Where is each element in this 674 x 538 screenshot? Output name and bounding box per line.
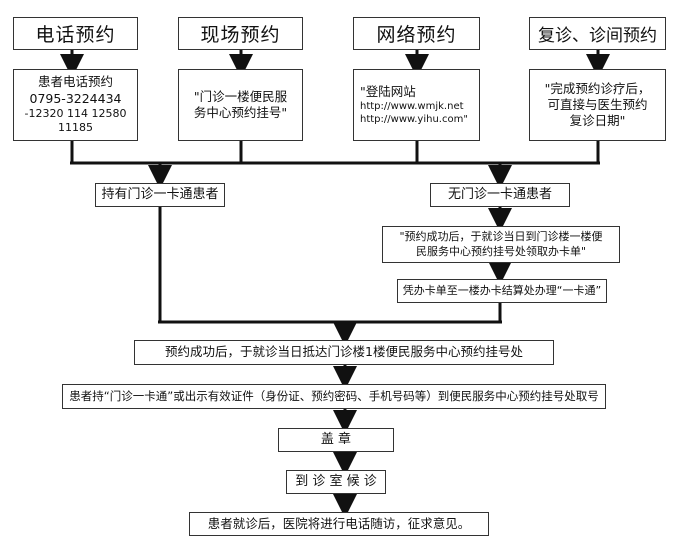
phone-appointment-title: 电话预约 bbox=[13, 17, 138, 50]
with-card-branch: 持有门诊一卡通患者 bbox=[95, 183, 225, 207]
onsite-appointment-title: 现场预约 bbox=[178, 17, 303, 50]
revisit-appointment-detail: "完成预约诊疗后， 可直接与医生预约 复诊日期" bbox=[529, 69, 666, 141]
onsite-appointment-detail: "门诊一楼便民服 务中心预约挂号" bbox=[178, 69, 303, 141]
online-appointment-detail: "登陆网站 http://www.wmjk.net http://www.yih… bbox=[353, 69, 480, 141]
revisit-detail-line: 复诊日期" bbox=[569, 113, 626, 129]
phone-detail-line: 患者电话预约 bbox=[37, 74, 113, 90]
without-card-branch: 无门诊一卡通患者 bbox=[430, 183, 570, 207]
step-take-number: 患者持“门诊一卡通”或出示有效证件（身份证、预约密码、手机号码等）到便民服务中心… bbox=[62, 384, 606, 409]
step-line: 民服务中心预约挂号处领取办卡单" bbox=[415, 244, 587, 258]
revisit-appointment-title: 复诊、诊间预约 bbox=[529, 17, 666, 50]
step-followup: 患者就诊后，医院将进行电话随访，征求意见。 bbox=[189, 512, 489, 536]
step-arrive-registration: 预约成功后，于就诊当日抵达门诊楼1楼便民服务中心预约挂号处 bbox=[134, 340, 554, 365]
without-card-step-pickup-form: "预约成功后，于就诊当日到门诊楼一楼便 民服务中心预约挂号处领取办卡单" bbox=[382, 226, 620, 263]
revisit-detail-line: "完成预约诊疗后， bbox=[544, 80, 651, 96]
website-link[interactable]: http://www.yihu.com" bbox=[360, 114, 468, 126]
phone-appointment-detail: 患者电话预约 0795-3224434 -12320 114 12580 111… bbox=[13, 69, 138, 141]
website-link[interactable]: http://www.wmjk.net bbox=[360, 101, 464, 113]
phone-detail-line: -12320 114 12580 11185 bbox=[24, 106, 127, 135]
onsite-detail-line: "门诊一楼便民服 bbox=[193, 88, 288, 104]
without-card-step-get-card: 凭办卡单至一楼办卡结算处办理“一卡通” bbox=[397, 279, 607, 303]
step-wait-consultation: 到 诊 室 候 诊 bbox=[286, 470, 386, 494]
step-line: "预约成功后，于就诊当日到门诊楼一楼便 bbox=[399, 229, 603, 243]
onsite-detail-line: 务中心预约挂号" bbox=[193, 105, 288, 120]
online-appointment-title: 网络预约 bbox=[353, 17, 480, 50]
online-detail-line: "登陆网站 bbox=[360, 83, 416, 99]
phone-detail-line: 0795-3224434 bbox=[29, 90, 122, 106]
step-stamp: 盖 章 bbox=[278, 428, 394, 452]
revisit-detail-line: 可直接与医生预约 bbox=[547, 96, 648, 112]
